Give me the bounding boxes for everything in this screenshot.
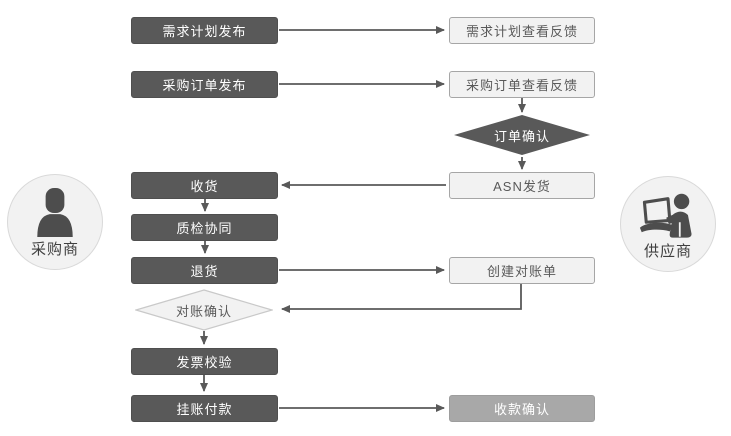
actor-supplier-label: 供应商: [643, 243, 692, 260]
decision-statement-confirm-label: 对账确认: [175, 303, 232, 319]
actor-buyer: 采购商: [7, 174, 103, 270]
flow-step-receive-goods: 收货: [131, 172, 278, 199]
flow-step-create-statement: 创建对账单: [449, 257, 595, 284]
actor-supplier: 供应商: [620, 176, 716, 272]
flow-step-quality-inspection: 质检协同: [131, 214, 278, 241]
decision-statement-confirm: 对账确认: [135, 289, 273, 331]
actor-buyer-label: 采购商: [30, 241, 79, 258]
flow-step-po-feedback: 采购订单查看反馈: [449, 71, 595, 98]
person-computer-icon: [639, 187, 697, 239]
flow-step-booked-payment: 挂账付款: [131, 395, 278, 422]
flow-step-asn-shipping: ASN发货: [449, 172, 595, 199]
flow-step-receipt-confirm: 收款确认: [449, 395, 595, 422]
flow-step-return-goods: 退货: [131, 257, 278, 284]
flow-step-demand-plan-publish: 需求计划发布: [131, 17, 278, 44]
person-icon: [32, 185, 78, 237]
flow-step-po-publish: 采购订单发布: [131, 71, 278, 98]
arrow-statement-to-confirm: [281, 284, 522, 313]
decision-order-confirm-label: 订单确认: [493, 128, 550, 144]
flow-step-demand-plan-feedback: 需求计划查看反馈: [449, 17, 595, 44]
decision-order-confirm: 订单确认: [453, 114, 591, 156]
flow-step-invoice-verification: 发票校验: [131, 348, 278, 375]
